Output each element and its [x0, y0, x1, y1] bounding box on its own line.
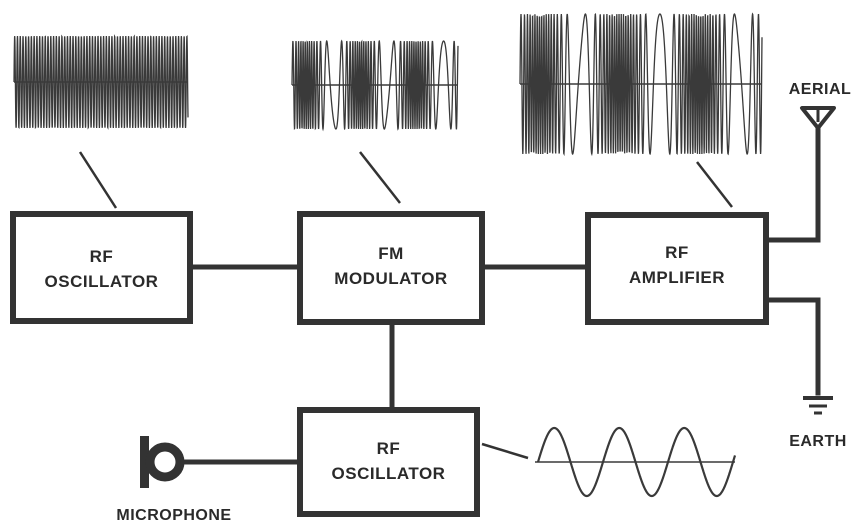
wire-amp-to-aerial	[763, 123, 821, 243]
audio-sine-waveform	[535, 426, 737, 498]
microphone-label: MICROPHONE	[116, 507, 231, 524]
block-rf-oscillator-bottom-line1: RF	[377, 439, 401, 458]
block-fm-modulator: FM MODULATOR	[297, 211, 485, 325]
block-rf-amplifier-line1: RF	[665, 243, 689, 262]
leader-carrier	[78, 151, 118, 209]
block-fm-modulator-line2: MODULATOR	[334, 269, 447, 288]
earth-ground-icon	[803, 396, 833, 415]
block-rf-oscillator-bottom: RF OSCILLATOR	[297, 407, 480, 517]
block-rf-oscillator-top-line2: OSCILLATOR	[45, 272, 159, 291]
block-rf-amplifier-line2: AMPLIFIER	[629, 268, 725, 287]
leader-fm	[359, 151, 401, 204]
wire-amp-to-earth	[763, 297, 821, 396]
amplified-fm-waveform	[519, 12, 763, 157]
block-rf-oscillator-top: RF OSCILLATOR	[10, 211, 193, 324]
aerial-icon	[800, 106, 836, 130]
earth-label: EARTH	[789, 433, 847, 450]
block-rf-oscillator-top-line1: RF	[90, 247, 114, 266]
microphone-icon	[140, 436, 185, 488]
leader-amplified	[696, 161, 733, 208]
block-fm-modulator-line1: FM	[378, 244, 404, 263]
block-rf-oscillator-bottom-line2: OSCILLATOR	[332, 464, 446, 483]
block-rf-amplifier: RF AMPLIFIER	[585, 212, 769, 325]
carrier-waveform	[13, 34, 189, 130]
aerial-label: AERIAL	[789, 81, 852, 98]
leader-audio	[481, 442, 529, 460]
fm-modulated-waveform	[291, 39, 459, 132]
